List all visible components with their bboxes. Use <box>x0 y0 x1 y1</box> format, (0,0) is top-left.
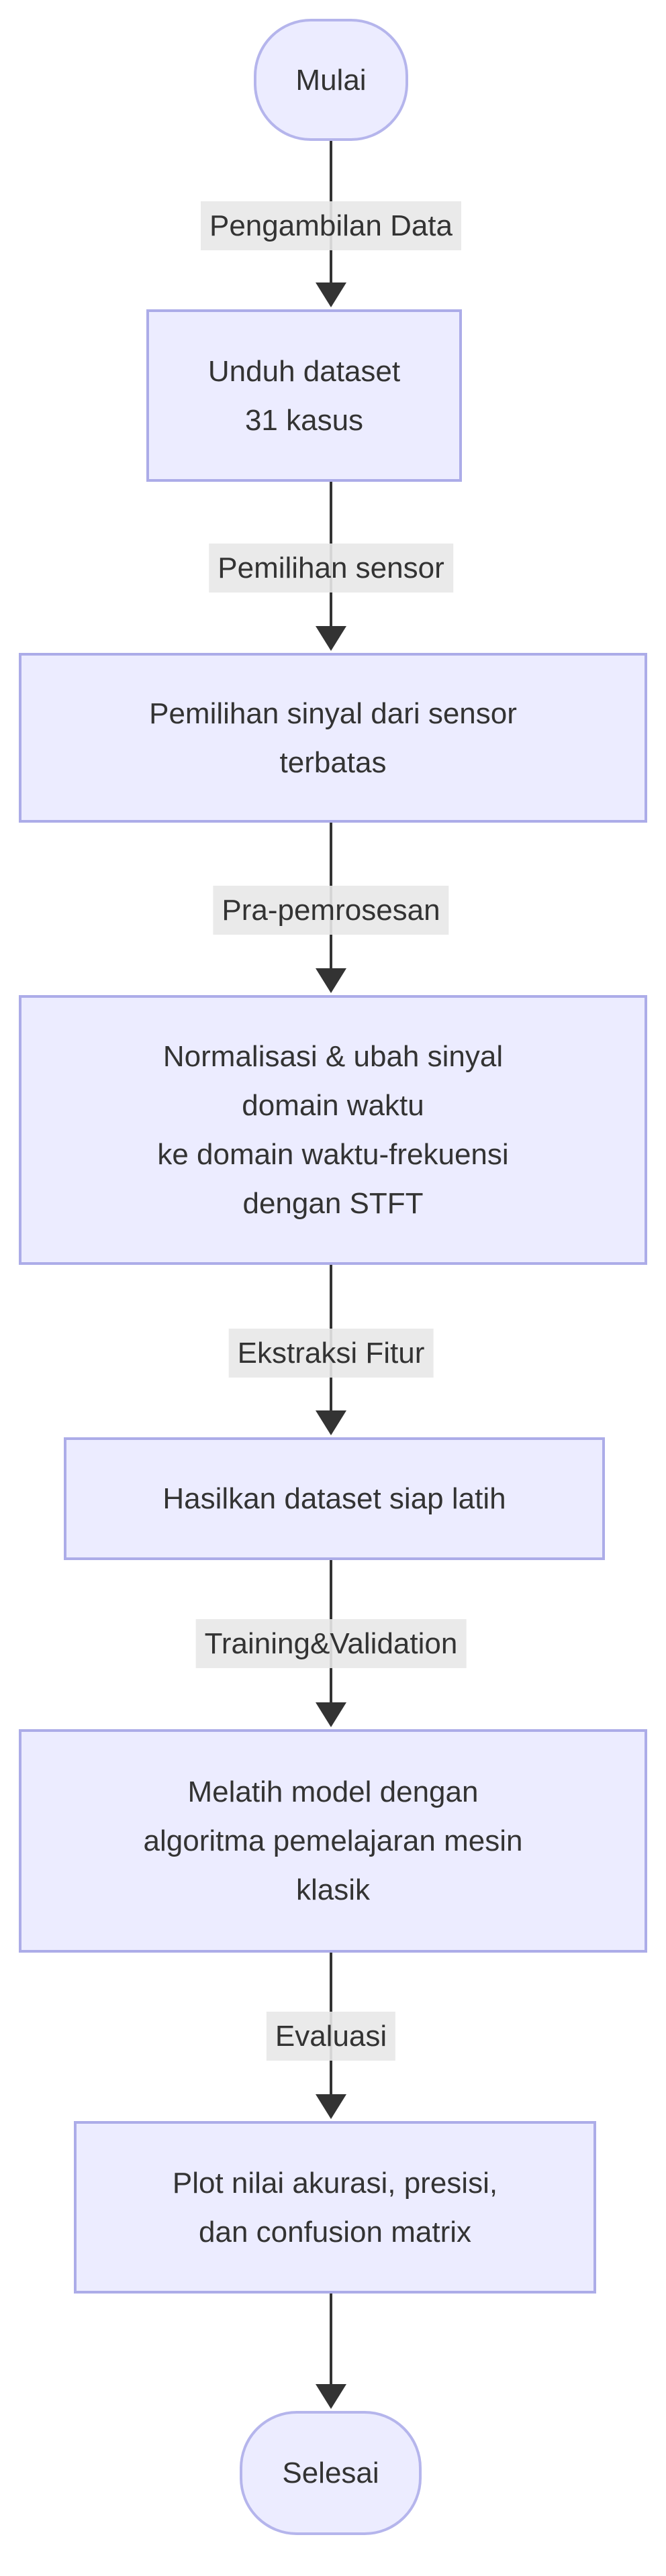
arrowhead-icon <box>316 968 346 993</box>
node-start: Mulai <box>254 19 408 141</box>
node-label-line: Plot nilai akurasi, presisi, <box>172 2166 498 2200</box>
arrowhead-icon <box>316 1410 346 1435</box>
arrowhead-icon <box>316 2384 346 2409</box>
node-label: Selesai <box>282 2457 379 2489</box>
edge-label-pra-pemrosesan: Pra-pemrosesan <box>213 886 449 935</box>
arrowhead-icon <box>316 282 346 307</box>
edge-label-pemilihan-sensor: Pemilihan sensor <box>209 544 453 593</box>
node-label-line: klasik <box>295 1873 371 1906</box>
node-pemilihan-sinyal: Pemilihan sinyal dari sensor terbatas <box>19 653 647 823</box>
node-label-line: Pemilihan sinyal dari sensor <box>149 697 517 730</box>
node-melatih-model: Melatih model dengan algoritma pemelajar… <box>19 1729 647 1953</box>
edge-label-ekstraksi-fitur: Ekstraksi Fitur <box>228 1329 434 1378</box>
edge-label-pengambilan-data: Pengambilan Data <box>200 201 462 250</box>
node-label: Hasilkan dataset siap latih <box>162 1482 506 1515</box>
node-label-line: domain waktu <box>242 1089 424 1122</box>
node-label-line: Melatih model dengan <box>187 1775 479 1808</box>
arrowhead-icon <box>316 2094 346 2119</box>
edge-line-plot-end <box>330 2294 332 2405</box>
node-label-line: 31 kasus <box>244 403 364 437</box>
edge-label-evaluasi: Evaluasi <box>266 2012 396 2061</box>
node-plot-evaluasi: Plot nilai akurasi, presisi, dan confusi… <box>74 2121 596 2294</box>
node-label-line: algoritma pemelajaran mesin <box>143 1824 523 1857</box>
node-label: Mulai <box>295 63 367 97</box>
node-end: Selesai <box>240 2411 422 2535</box>
node-label-line: ke domain waktu-frekuensi <box>157 1138 509 1171</box>
edge-label-training-validation: Training&Validation <box>195 1619 467 1668</box>
node-label-line: dengan STFT <box>242 1187 424 1220</box>
node-unduh-dataset: Unduh dataset 31 kasus <box>146 309 462 482</box>
node-normalisasi-stft: Normalisasi & ubah sinyal domain waktu k… <box>19 995 647 1265</box>
node-label-line: terbatas <box>279 745 387 779</box>
node-label-line: dan confusion matrix <box>199 2215 471 2249</box>
arrowhead-icon <box>316 626 346 651</box>
node-label-line: Unduh dataset <box>207 354 401 388</box>
node-hasilkan-dataset: Hasilkan dataset siap latih <box>64 1437 605 1560</box>
node-label-line: Normalisasi & ubah sinyal <box>162 1040 504 1073</box>
arrowhead-icon <box>316 1702 346 1727</box>
